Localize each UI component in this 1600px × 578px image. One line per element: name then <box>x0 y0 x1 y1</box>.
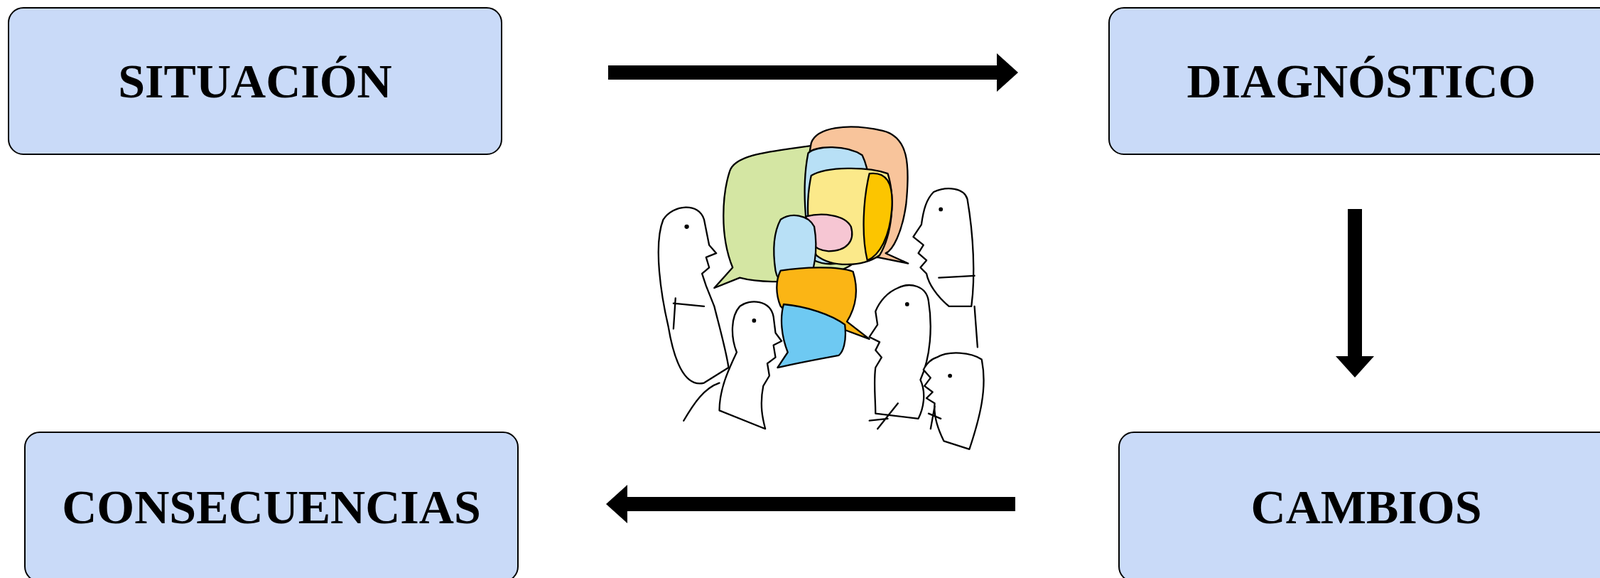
box-label: DIAGNÓSTICO <box>1186 54 1536 108</box>
flow-arrow <box>608 53 1019 92</box>
consequences-box: CONSECUENCIAS <box>24 431 519 578</box>
changes-box: CAMBIOS <box>1118 431 1600 578</box>
box-label: SITUACIÓN <box>117 54 392 108</box>
flow-arrow <box>1335 208 1375 378</box>
flow-arrow <box>606 484 1016 523</box>
diagnosis-box: DIAGNÓSTICO <box>1108 7 1600 155</box>
box-label: CAMBIOS <box>1251 480 1483 534</box>
situation-box: SITUACIÓN <box>7 7 503 155</box>
arrow-head <box>606 484 628 523</box>
arrow-head <box>996 53 1019 92</box>
arrow-shaft <box>1347 208 1362 358</box>
arrow-head <box>1335 355 1375 378</box>
box-label: CONSECUENCIAS <box>61 480 481 534</box>
arrow-shaft <box>625 496 1016 511</box>
arrow-shaft <box>608 65 999 80</box>
